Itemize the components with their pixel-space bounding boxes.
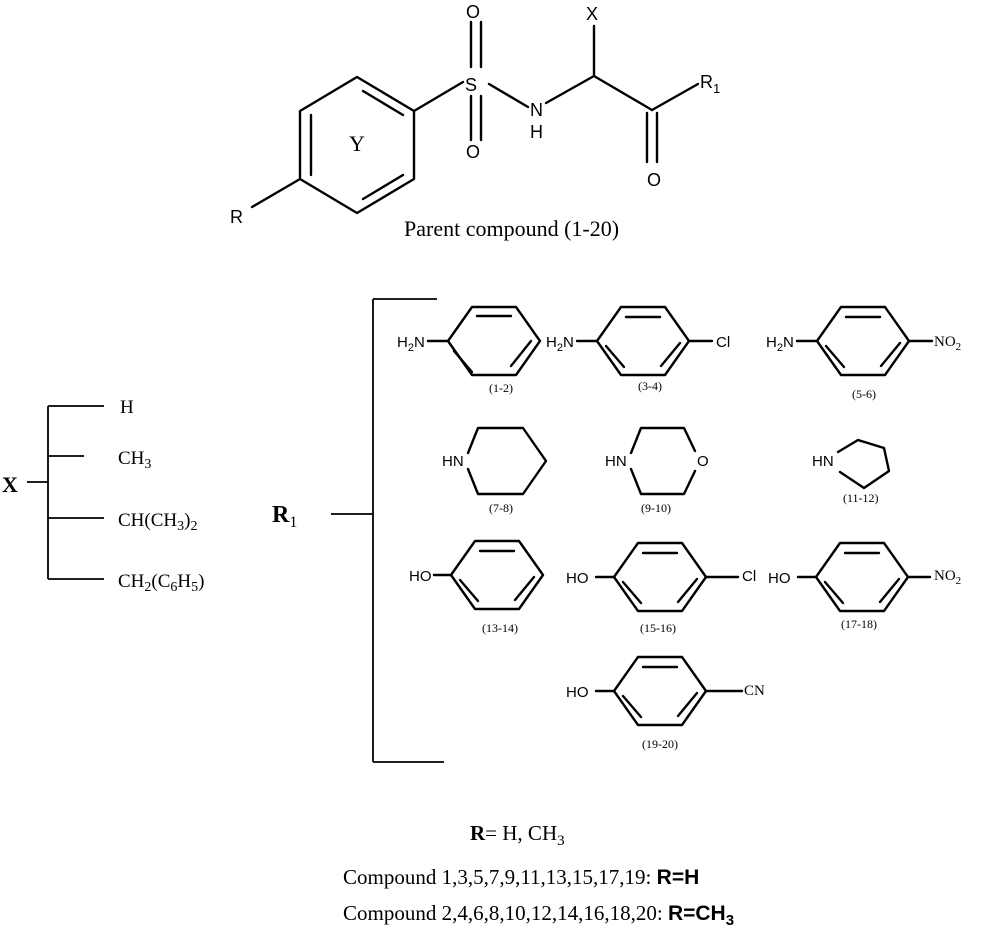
compound-list-ch3: Compound 2,4,6,8,10,12,14,16,18,20: R=CH…	[343, 901, 734, 929]
range-13-14: (13-14)	[482, 621, 518, 635]
atom-nh: H	[530, 122, 543, 142]
substituent-aniline: H2N (1-2)	[397, 305, 542, 395]
atom-o-bottom: O	[466, 142, 480, 162]
range-3-4: (3-4)	[638, 379, 662, 393]
x-group-label: X	[2, 472, 18, 497]
nitroaniline-nh2: H2N	[766, 334, 794, 354]
atom-r1: R1	[700, 72, 720, 96]
x-option-h: H	[120, 397, 134, 418]
range-9-10: (9-10)	[641, 501, 671, 515]
range-15-16: (15-16)	[640, 621, 676, 635]
substituent-pyrrolidine: HN (11-12)	[812, 438, 891, 505]
cyanophenol-cn: CN	[744, 683, 765, 699]
substituent-4-cyanophenol: HO CN (19-20)	[566, 655, 765, 751]
range-17-18: (17-18)	[841, 617, 877, 631]
substituent-phenol: HO (13-14)	[409, 539, 545, 635]
morpholine-hn: HN	[605, 453, 627, 470]
range-5-6: (5-6)	[852, 387, 876, 401]
atom-x: X	[586, 4, 598, 24]
r1-bracket: R1	[272, 298, 444, 763]
nitrophenol-no2: NO2	[934, 568, 961, 587]
ring-label-y: Y	[349, 131, 365, 156]
range-19-20: (19-20)	[642, 737, 678, 751]
substituent-4-chlorophenol: HO Cl (15-16)	[566, 541, 756, 635]
parent-caption: Parent compound (1-20)	[404, 216, 619, 241]
atom-o-carbonyl: O	[647, 170, 661, 190]
r-definition: R= H, CH3	[470, 821, 565, 849]
chloroaniline-nh2: H2N	[546, 334, 574, 354]
phenol-ho: HO	[409, 568, 432, 585]
substituent-morpholine: HN O (9-10)	[605, 426, 709, 515]
x-substituent-tree: X H CH3 CH(CH3)2 CH2(C6H5)	[2, 397, 204, 595]
substituent-4-chloroaniline: H2N Cl (3-4)	[546, 305, 730, 393]
substituent-4-nitrophenol: HO NO2 (17-18)	[768, 541, 961, 631]
atom-o-top: O	[466, 2, 480, 22]
atom-n: N	[530, 100, 543, 120]
range-7-8: (7-8)	[489, 501, 513, 515]
piperidine-hn: HN	[442, 453, 464, 470]
substituent-piperidine: HN (7-8)	[442, 426, 548, 515]
parent-compound: Y R S O O N H X R1 O Parent compound (1-…	[230, 2, 720, 241]
x-option-isopropyl: CH(CH3)2	[118, 510, 197, 534]
atom-s: S	[465, 75, 477, 95]
chlorophenol-cl: Cl	[742, 568, 756, 585]
r-legend: R= H, CH3 Compound 1,3,5,7,9,11,13,15,17…	[343, 821, 734, 929]
x-option-benzyl: CH2(C6H5)	[118, 571, 204, 595]
nitroaniline-no2: NO2	[934, 334, 961, 353]
substituent-4-nitroaniline: H2N NO2 (5-6)	[766, 305, 961, 401]
r1-group-label: R1	[272, 502, 297, 531]
atom-r: R	[230, 207, 243, 227]
range-1-2: (1-2)	[489, 381, 513, 395]
cyanophenol-ho: HO	[566, 684, 589, 701]
range-11-12: (11-12)	[843, 491, 879, 505]
morpholine-o: O	[697, 453, 709, 470]
pyrrolidine-hn: HN	[812, 453, 834, 470]
aniline-nh2: H2N	[397, 334, 425, 354]
compound-list-h: Compound 1,3,5,7,9,11,13,15,17,19: R=H	[343, 865, 699, 889]
x-option-methyl: CH3	[118, 448, 151, 472]
chlorophenol-ho: HO	[566, 570, 589, 587]
chloroaniline-cl: Cl	[716, 334, 730, 351]
nitrophenol-ho: HO	[768, 570, 791, 587]
